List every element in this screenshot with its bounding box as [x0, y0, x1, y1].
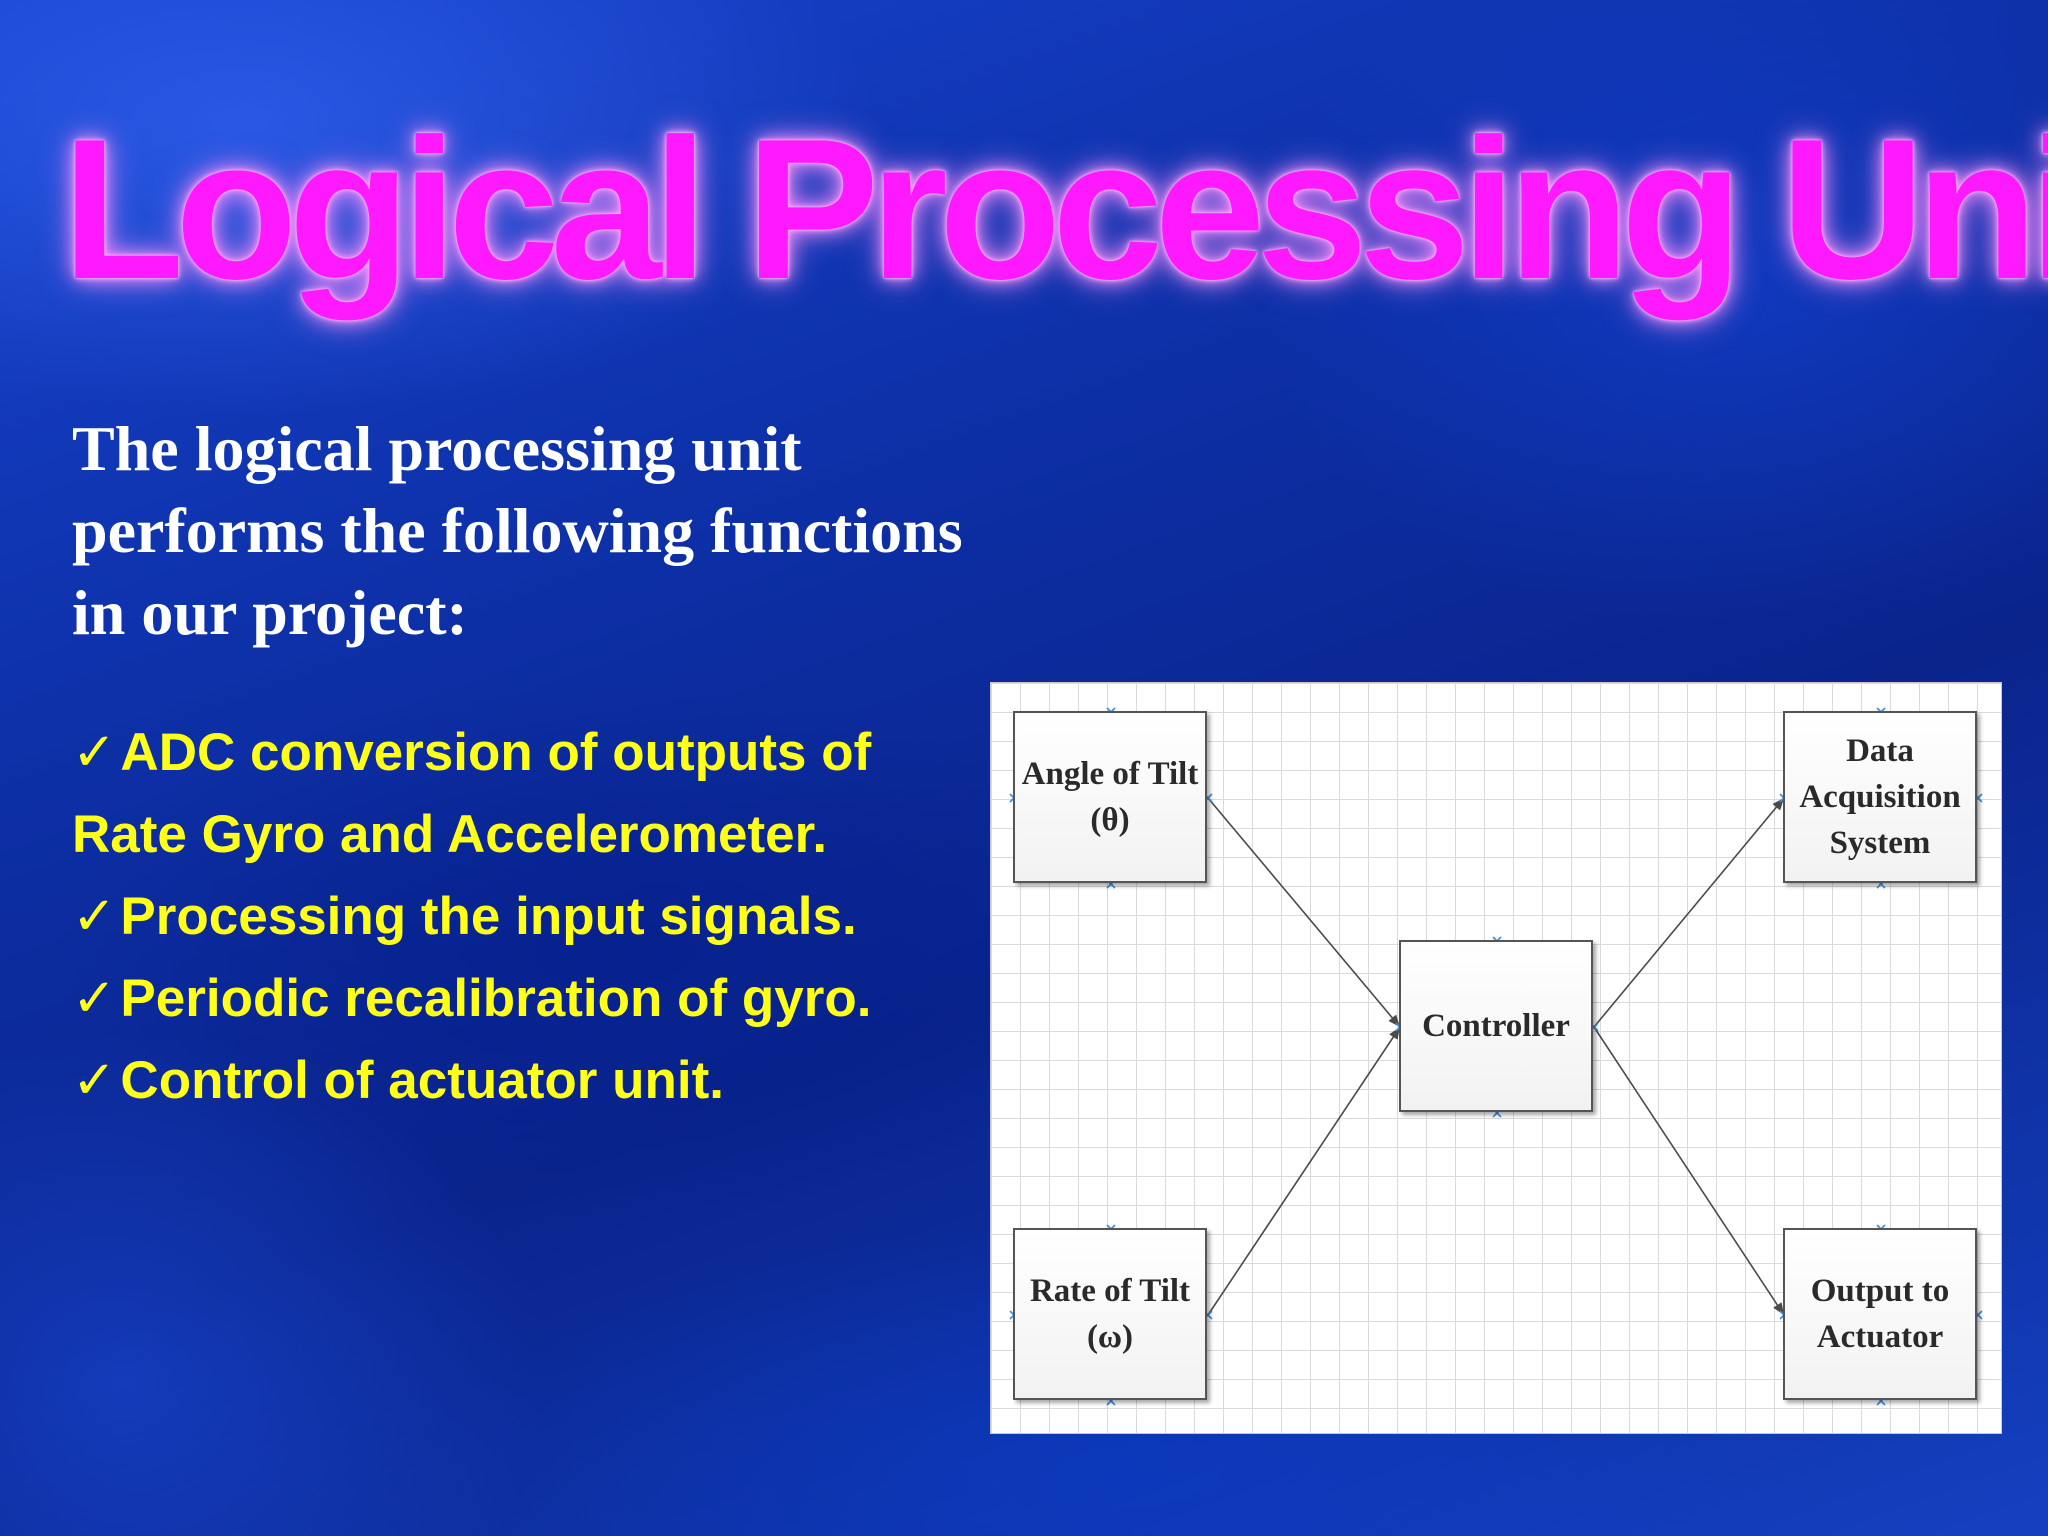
node-controller: Controller — [1399, 940, 1593, 1112]
checkmark-icon: ✓ — [72, 886, 117, 947]
block-diagram: Angle of Tilt (θ) Rate of Tilt (ω) Contr… — [990, 682, 2002, 1434]
node-label: (ω) — [1086, 1319, 1134, 1355]
function-list: ✓ADC conversion of outputs of Rate Gyro … — [72, 712, 992, 1122]
function-item: ✓ADC conversion of outputs of Rate Gyro … — [72, 712, 992, 876]
node-label: Output to — [1810, 1273, 1950, 1309]
node-output-to-actuator: Output to Actuator — [1783, 1228, 1977, 1400]
function-item: ✓Processing the input signals. — [72, 876, 992, 958]
intro-line: performs the following functions — [72, 495, 963, 566]
checkmark-icon: ✓ — [72, 722, 117, 783]
intro-line: in our project: — [72, 577, 468, 648]
function-text-continuation: Rate Gyro and Accelerometer. — [72, 805, 828, 864]
intro-line: The logical processing unit — [72, 413, 802, 484]
function-text: Periodic recalibration of gyro. — [120, 969, 872, 1028]
function-item: ✓Control of actuator unit. — [72, 1040, 992, 1122]
node-label: Controller — [1422, 1008, 1570, 1044]
node-label: System — [1829, 825, 1931, 861]
slide-title: Logical Processing Unit — [62, 98, 2048, 321]
connector-controller-daq — [1593, 797, 1785, 1028]
function-text: ADC conversion of outputs of — [120, 723, 872, 782]
node-label: Angle of Tilt — [1021, 756, 1199, 792]
function-text: Control of actuator unit. — [120, 1051, 724, 1110]
node-label: Rate of Tilt — [1029, 1273, 1191, 1309]
intro-text: The logical processing unit performs the… — [72, 408, 1072, 654]
node-label: Actuator — [1816, 1319, 1944, 1355]
node-label: Data — [1846, 733, 1914, 769]
node-rate-of-tilt: Rate of Tilt (ω) — [1013, 1228, 1207, 1400]
connector-angle-controller — [1207, 797, 1401, 1028]
node-data-acquisition-system: Data Acquisition System — [1783, 711, 1977, 883]
function-text: Processing the input signals. — [120, 887, 857, 946]
checkmark-icon: ✓ — [72, 968, 117, 1029]
connector-controller-output — [1593, 1026, 1785, 1316]
node-label: Acquisition — [1799, 779, 1961, 815]
node-label: (θ) — [1090, 802, 1130, 838]
function-item: ✓Periodic recalibration of gyro. — [72, 958, 992, 1040]
node-angle-of-tilt: Angle of Tilt (θ) — [1013, 711, 1207, 883]
connector-rate-controller — [1207, 1026, 1401, 1316]
checkmark-icon: ✓ — [72, 1050, 117, 1111]
